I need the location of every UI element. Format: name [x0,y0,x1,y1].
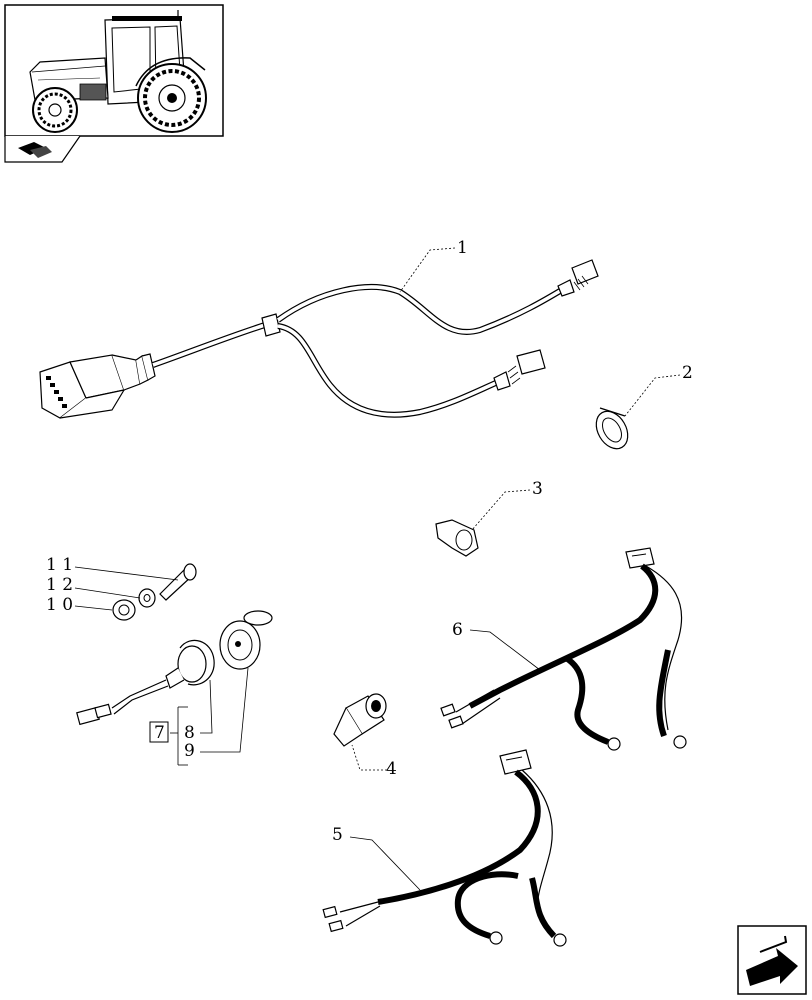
callout-1: 1 [457,238,468,258]
callout-5: 5 [332,825,343,845]
washer [138,588,156,608]
socket-boot [333,693,387,747]
callout-10: 1 0 [46,595,73,615]
callout-7: 7 [154,723,165,743]
wiring-harness-6 [440,547,687,751]
callout-11: 1 1 [46,555,73,575]
socket-assembly [76,610,273,726]
next-page-arrow-icon[interactable] [737,925,807,995]
book-section-icon [4,135,81,163]
callout-8: 8 [184,723,195,743]
wiring-harness-main [39,259,599,419]
tractor-thumbnail-icon [4,4,224,137]
callout-7-box [149,721,169,743]
callout-6: 6 [452,620,463,640]
cable-clip [435,519,479,557]
callout-12: 1 2 [46,575,73,595]
callout-2: 2 [682,363,693,383]
nut [112,599,136,621]
callout-9: 9 [184,741,195,761]
callout-3: 3 [532,479,543,499]
callout-labels: 1 2 3 4 5 6 7 8 9 1 0 1 1 1 2 [46,238,693,845]
callout-4: 4 [386,759,397,779]
wiring-harness-5 [322,749,567,947]
cable-strap [595,407,629,450]
bolt [159,563,197,601]
leader-lines [74,247,681,891]
